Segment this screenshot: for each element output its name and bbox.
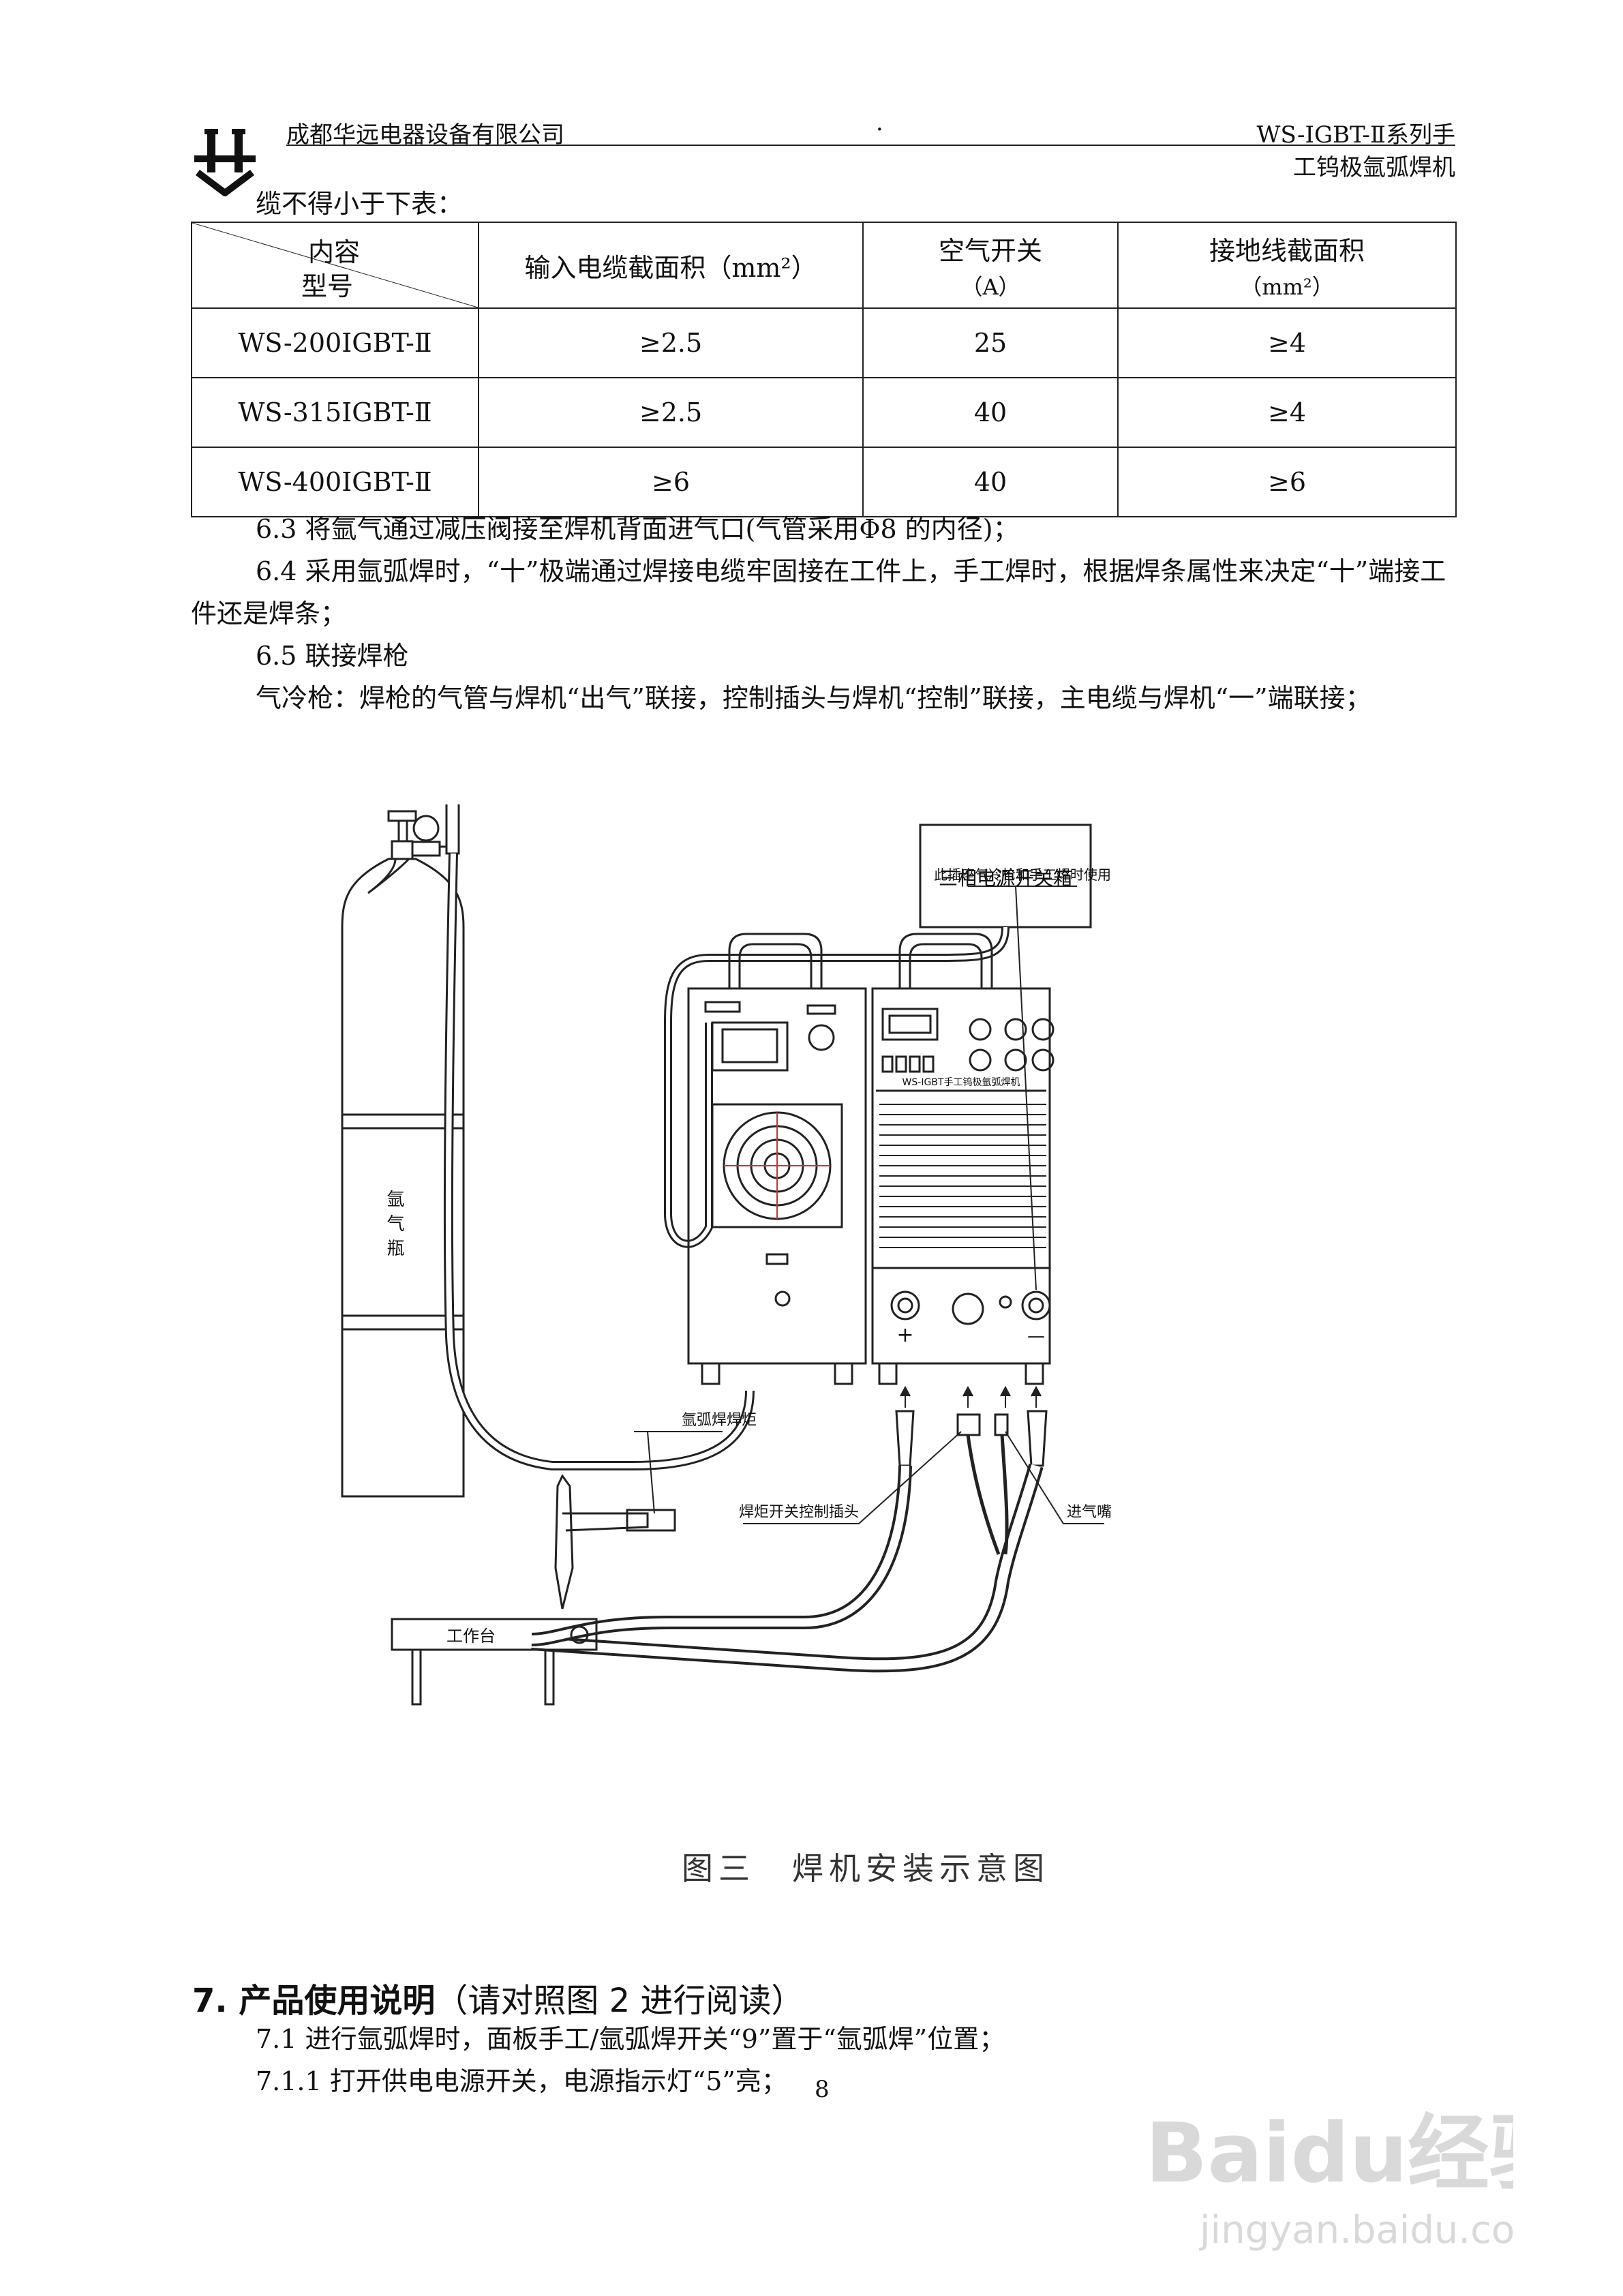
paragraph-6-5: 6.5 联接焊枪 (256, 641, 409, 671)
page-number: 8 (815, 2076, 830, 2103)
control-plug-label: 焊炬开关控制插头 (739, 1504, 859, 1521)
minus-terminal-label: — (1027, 1326, 1045, 1346)
cable-spec-table: 内容 型号 输入电缆截面积（mm²） 空气开关 （A） 接地线截面积 （mm²） W… (191, 222, 1457, 517)
baidu-watermark: Baidu经验 jingyan.baidu.com (1145, 2106, 1513, 2252)
gas-hose-inner (445, 853, 753, 1468)
minus-cable-plug (1027, 1410, 1048, 1467)
table-row: WS-315IGBT-Ⅱ ≥2.5 40 ≥4 (191, 377, 1457, 448)
socket-note-label: 此插座气冷枪和手工焊时使用 (934, 866, 1111, 883)
header-company: 成都华远电器设备有限公司 (286, 121, 564, 149)
table-intro: 缆不得小于下表： (256, 189, 464, 219)
header-dot: · (876, 116, 883, 143)
plus-terminal-label: + (896, 1323, 913, 1347)
paragraph-7-1: 7.1 进行氩弧焊时，面板手工/氩弧焊开关“9”置于“氩弧焊”位置； (256, 2024, 1005, 2054)
cell-ground: ≥6 (1117, 447, 1457, 517)
corner-top-label: 内容 (308, 237, 361, 267)
header-rule (286, 145, 1455, 146)
paragraph-6-3: 6.3 将氩气通过减压阀接至焊机背面进气口(气管采用Φ8 的内径)； (256, 514, 1019, 544)
cell-model: WS-200IGBT-Ⅱ (191, 307, 479, 378)
machine-rear-panel (687, 933, 867, 1385)
header-title-line2: 工钨极氩弧焊机 (1293, 154, 1455, 181)
cell-cable: ≥2.5 (478, 307, 864, 378)
figure-caption: 图三 焊机安装示意图 (682, 1850, 1050, 1887)
col-header-ground-unit: （mm²） (1240, 273, 1334, 300)
header-title-line1: WS-IGBT-Ⅱ系列手 (1256, 121, 1455, 149)
table-row: WS-400IGBT-Ⅱ ≥6 40 ≥6 (191, 447, 1457, 517)
cell-ground: ≥4 (1117, 377, 1457, 448)
corner-bottom-label: 型号 (301, 271, 354, 301)
paragraph-7-1-1: 7.1.1 打开供电电源开关，电源指示灯“5”亮； (256, 2066, 787, 2096)
cell-model: WS-400IGBT-Ⅱ (191, 447, 479, 517)
cylinder-label: 氩气瓶 (384, 1190, 404, 1263)
section-7-note: （请对照图 2 进行阅读） (435, 1982, 804, 2020)
section-7-heading: 7. 产品使用说明 (192, 1982, 436, 2020)
machine-front-panel: WS-IGBT手工钨极氩弧焊机 + — (871, 933, 1055, 1385)
plus-cable-plug (895, 1410, 915, 1467)
col-header-cable-label: 输入电缆截面积（mm²） (524, 252, 817, 283)
svg-text:Baidu经验: Baidu经验 (1145, 2106, 1513, 2201)
table-row: WS-200IGBT-Ⅱ ≥2.5 25 ≥4 (191, 307, 1457, 378)
gas-hose (443, 853, 755, 1470)
connection-arrows (900, 1385, 1042, 1408)
col-header-ground: 接地线截面积 （mm²） (1117, 222, 1457, 309)
gas-nozzle (994, 1413, 1009, 1436)
section-7-title: 7. 产品使用说明（请对照图 2 进行阅读） (192, 1974, 804, 2021)
table-header-row: 内容 型号 输入电缆截面积（mm²） 空气开关 （A） 接地线截面积 （mm²） (191, 222, 1457, 309)
torch-label: 氩弧焊焊炬 (682, 1412, 757, 1429)
cell-cable: ≥2.5 (478, 377, 864, 448)
cell-breaker: 25 (862, 307, 1119, 378)
col-header-cable: 输入电缆截面积（mm²） (478, 222, 864, 309)
col-header-breaker: 空气开关 （A） (862, 222, 1119, 309)
paragraph-6-4: 6.4 采用氩弧焊时，“十”极端通过焊接电缆牢固接在工件上，手工焊时，根据焊条属… (191, 556, 1446, 629)
welding-torch (554, 1474, 676, 1610)
diagonal-line (192, 223, 478, 307)
company-logo (194, 129, 256, 196)
cell-breaker: 40 (862, 377, 1119, 448)
gas-cylinder: 氩气瓶 (341, 810, 465, 1498)
paragraph-air-cooled: 气冷枪：焊枪的气管与焊机“出气”联接，控制插头与焊机“控制”联接，主电缆与焊机“… (256, 683, 1371, 713)
gas-inlet-label: 进气嘴 (1067, 1504, 1112, 1521)
cell-ground: ≥4 (1117, 307, 1457, 378)
workbench (391, 1618, 598, 1706)
workbench-label: 工作台 (446, 1627, 496, 1646)
cell-breaker: 40 (862, 447, 1119, 517)
col-header-breaker-label: 空气开关 (938, 235, 1042, 266)
installation-diagram: 氩气瓶 三相电源开关箱 (341, 804, 1112, 1706)
machine-name-label: WS-IGBT手工钨极氩弧焊机 (902, 1077, 1020, 1088)
cell-model: WS-315IGBT-Ⅱ (191, 377, 479, 448)
cell-cable: ≥6 (478, 447, 864, 517)
svg-text:jingyan.baidu.com: jingyan.baidu.com (1198, 2208, 1513, 2252)
col-header-ground-label: 接地线截面积 (1209, 235, 1365, 266)
col-header-breaker-unit: （A） (960, 273, 1020, 300)
corner-cell: 内容 型号 (191, 222, 479, 309)
pressure-regulator (411, 804, 460, 857)
